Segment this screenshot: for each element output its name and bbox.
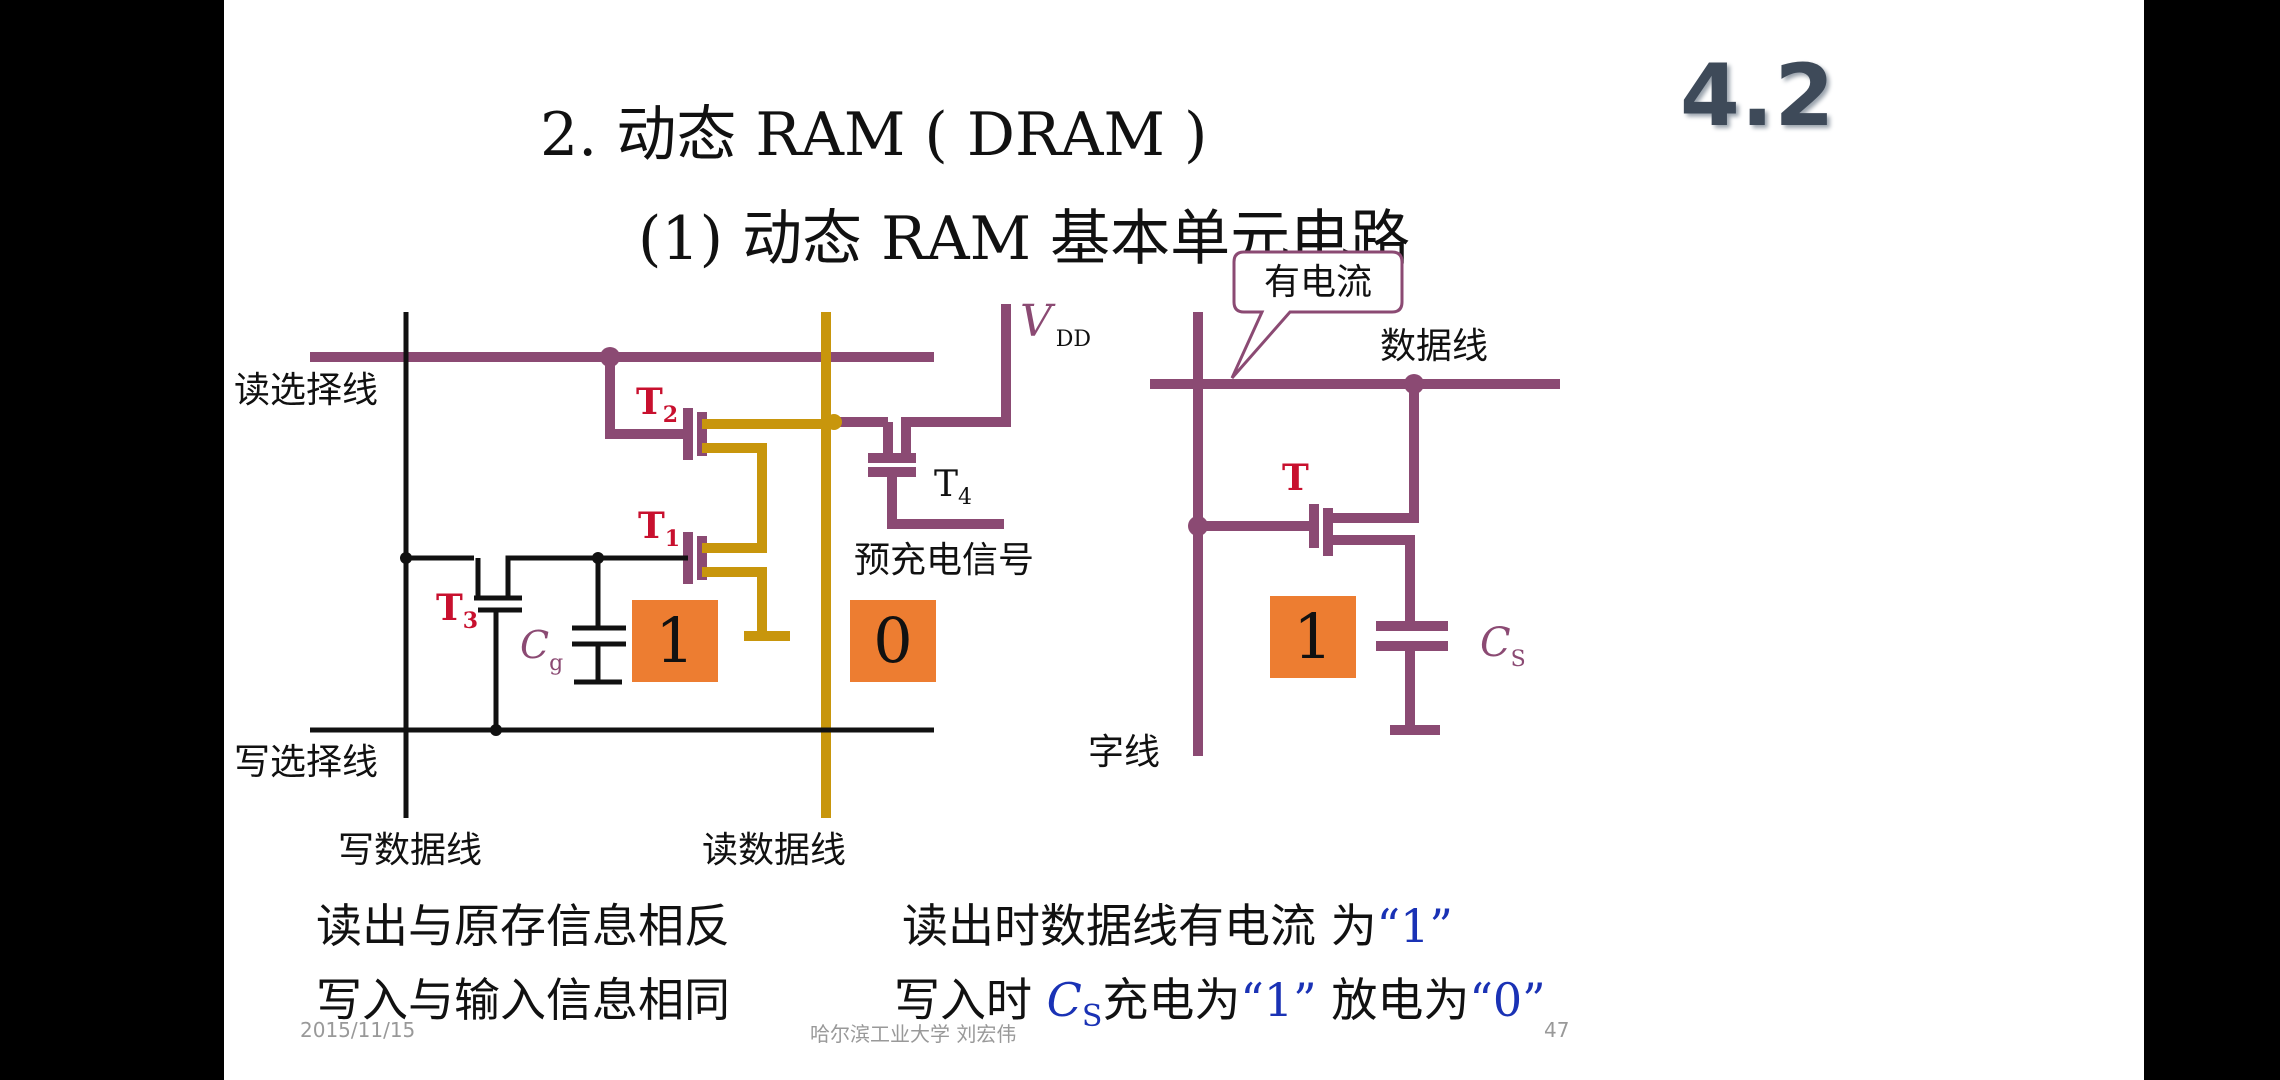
t2-gate-wire (605, 357, 684, 439)
discharge-value: “0” (1469, 973, 1546, 1027)
t2-label: T2 (636, 381, 678, 428)
section-number: 4.2 (1680, 46, 1836, 146)
read-current-text: 读出时数据线有电流 为 (902, 899, 1377, 953)
charge-value: “1” (1240, 973, 1317, 1027)
current-callout-text: 有电流 (1264, 262, 1372, 303)
cg-junction (592, 552, 604, 564)
t-drain-wire (1328, 384, 1419, 523)
stored-value-right: 0 (873, 604, 912, 677)
vdd-wire (901, 304, 1011, 458)
stored-value-left: 1 (655, 604, 694, 677)
stored-value-box-right (850, 600, 936, 682)
write-select-junction (490, 724, 502, 736)
write-data-label: 写数据线 (338, 830, 482, 871)
t-source-wire (1328, 535, 1415, 626)
word-line-junction (1188, 516, 1208, 536)
footer-page-number: 47 (1544, 1018, 1570, 1042)
t-label: T (1282, 457, 1309, 499)
discharge-text: 放电为 (1331, 973, 1470, 1027)
read-current-value: “1” (1376, 899, 1453, 953)
read-data-junction (826, 414, 842, 430)
stored-value-box-left (632, 600, 718, 682)
t3-to-t1-wire (505, 555, 688, 598)
current-callout-bubble (1230, 250, 1404, 379)
t4-label: T4 (934, 464, 972, 510)
cs-label: CS (1480, 620, 1526, 672)
precharge-label: 预充电信号 (854, 540, 1034, 581)
read-current-note: 读出时数据线有电流 为“1” (902, 890, 1453, 956)
cs-stored-value-box (1270, 596, 1356, 678)
data-line-junction (1404, 374, 1424, 394)
write-charge-note: 写入时 CS充电为“1” 放电为“0” (894, 964, 1546, 1034)
cs-stored-value: 1 (1293, 600, 1332, 673)
read-select-junction (600, 347, 620, 367)
precharge-wire (887, 472, 1004, 529)
slide: 2. 动态 RAM ( DRAM ) 4.2 (1) 动态 RAM 基本单元电路… (224, 0, 2144, 1080)
cs-symbol: C (1046, 973, 1082, 1027)
cg-label: Cg (520, 623, 563, 676)
read-inverted-note: 读出与原存信息相反 (316, 899, 730, 953)
footer-date: 2015/11/15 (300, 1018, 416, 1042)
t3-junction (400, 552, 412, 564)
footer-author: 哈尔滨工业大学 刘宏伟 (810, 1022, 1017, 1046)
charge-text: 充电为 (1102, 973, 1241, 1027)
data-line-label: 数据线 (1380, 326, 1488, 367)
t1-source-wire (702, 567, 767, 636)
t1-label: T1 (638, 505, 680, 552)
write-same-note: 写入与输入信息相同 (316, 973, 730, 1027)
write-select-label: 写选择线 (234, 742, 378, 783)
slide-title: 2. 动态 RAM ( DRAM ) (540, 100, 1208, 170)
black-wires (310, 312, 934, 818)
read-select-label: 读选择线 (234, 370, 378, 411)
cs-subscript: S (1081, 999, 1103, 1035)
read-data-label: 读数据线 (702, 830, 846, 871)
word-line-label: 字线 (1088, 732, 1160, 773)
gold-wires (702, 312, 831, 818)
right-purple-wires (1150, 312, 1560, 756)
t2-t1-link (702, 443, 767, 553)
write-when-text: 写入时 (894, 973, 1032, 1027)
t3-label: T3 (436, 587, 478, 634)
